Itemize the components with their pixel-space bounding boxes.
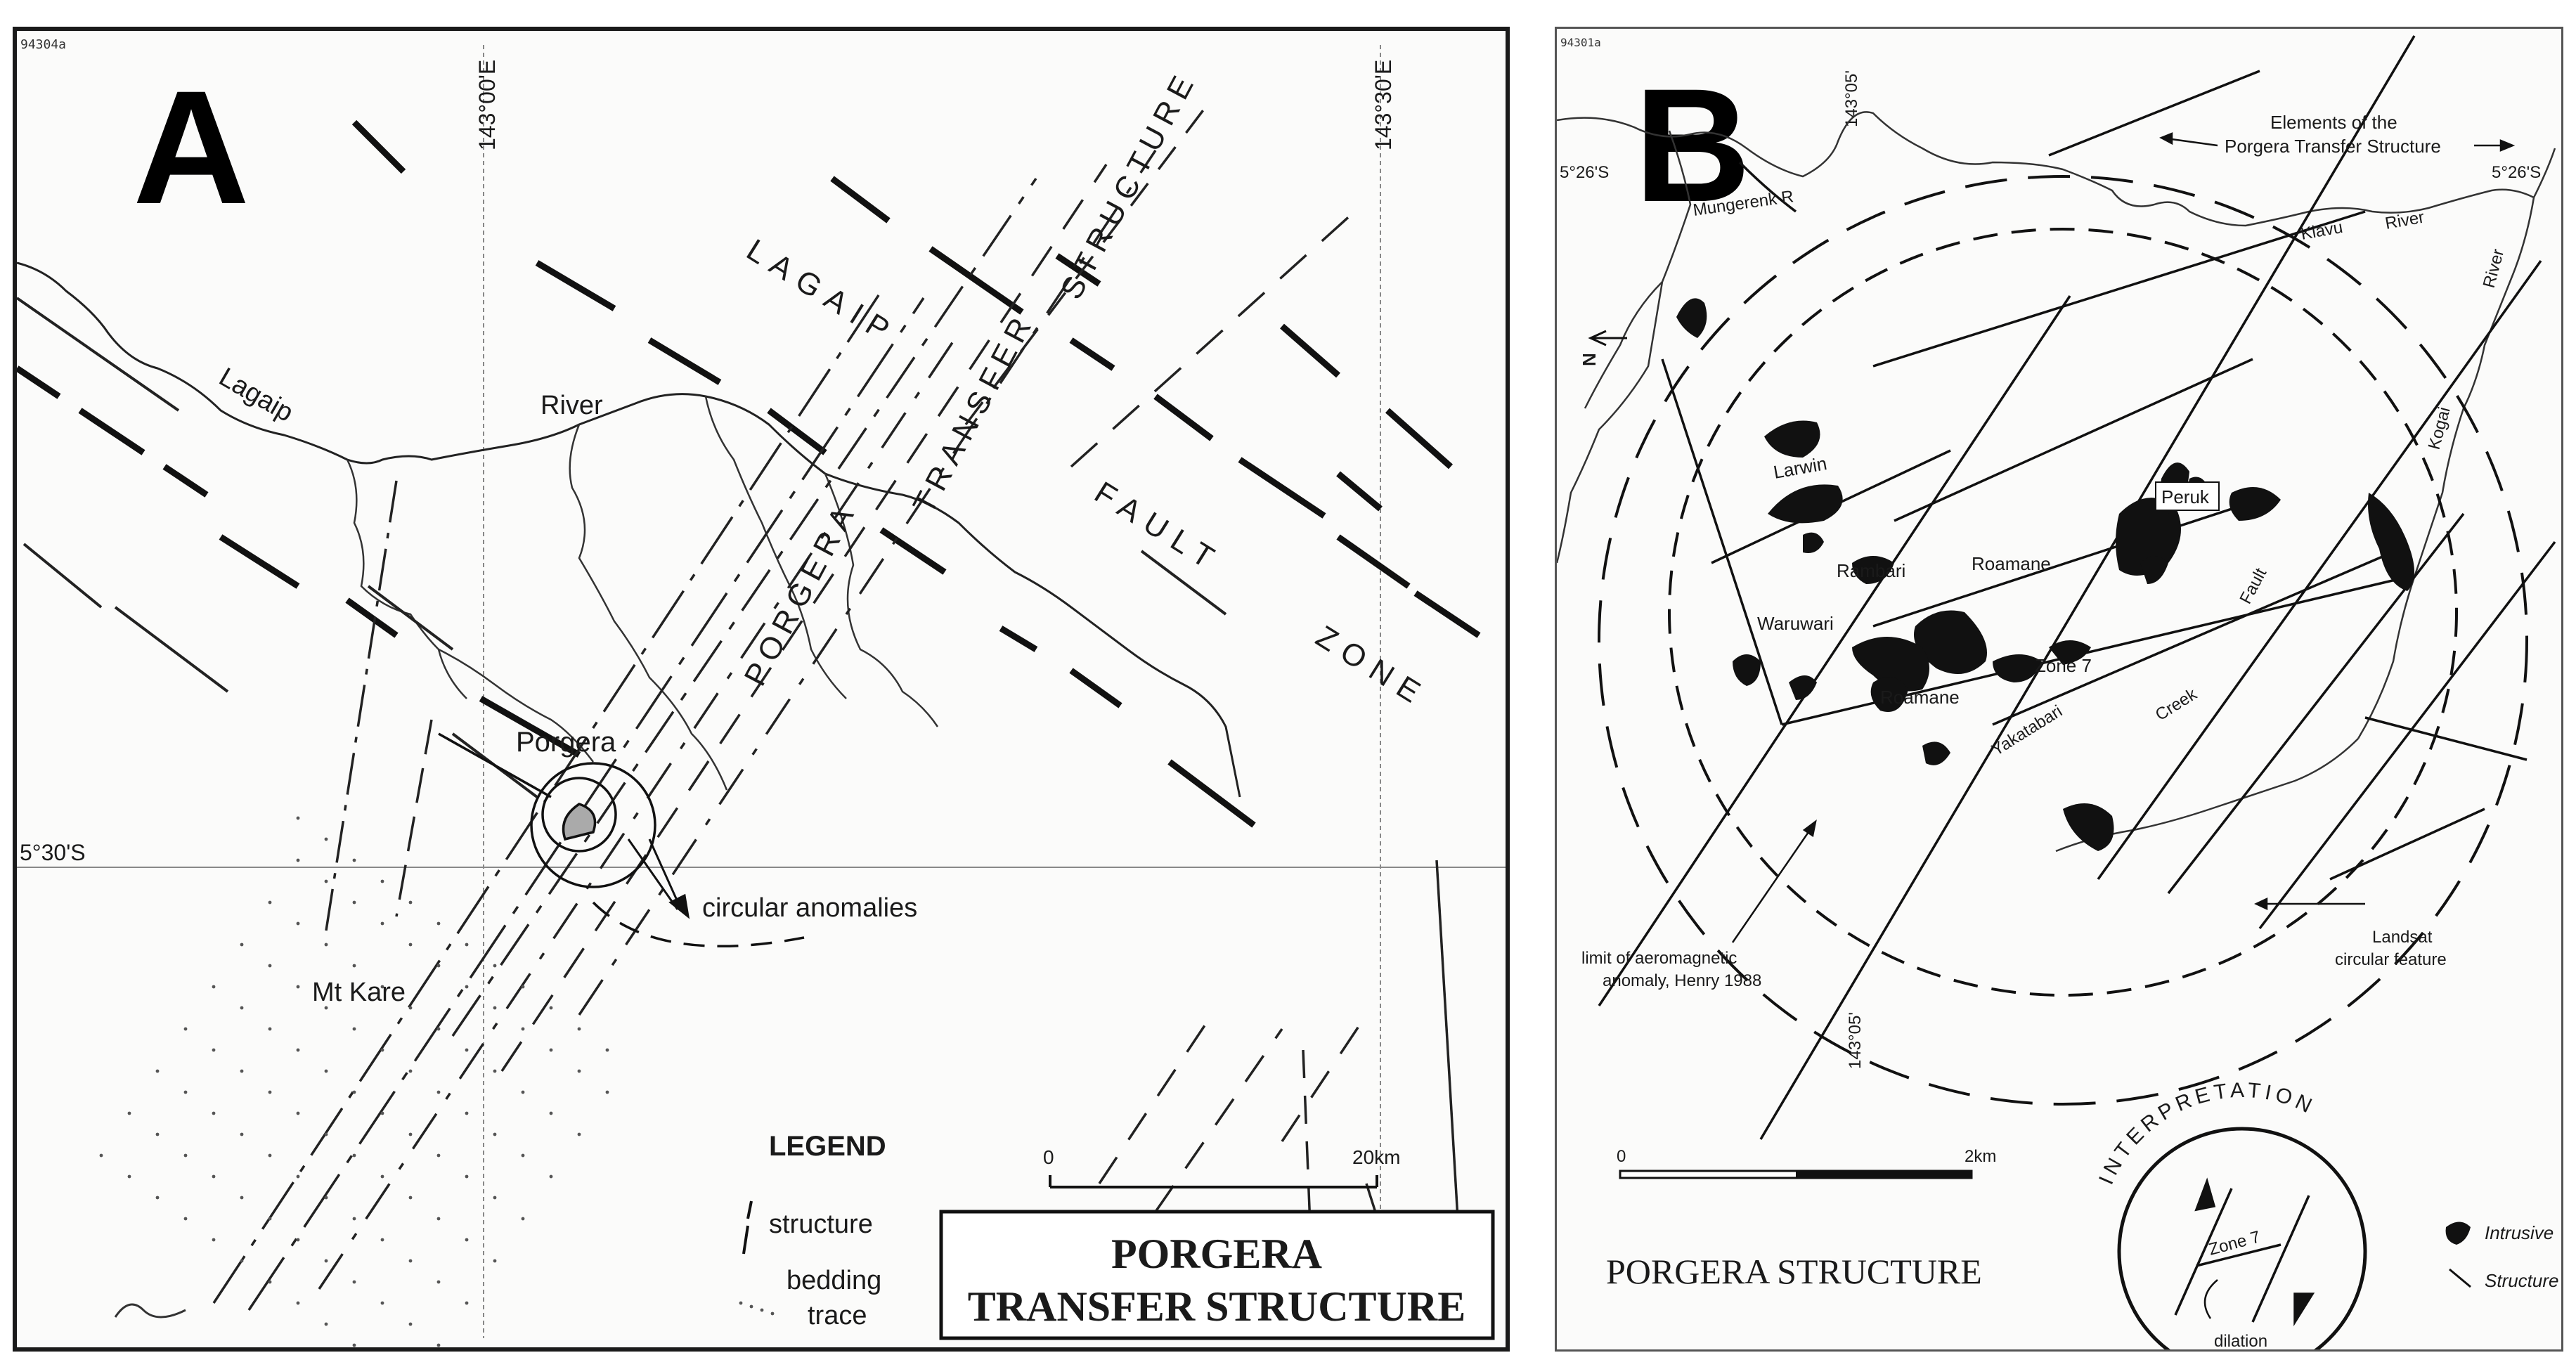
title-box-a — [939, 1210, 1495, 1340]
legend-intrusive-label: Intrusive — [2485, 1222, 2554, 1243]
legend-intrusive-symbol — [2445, 1222, 2471, 1245]
legend-structure-label: structure — [769, 1210, 873, 1239]
right-river-label: River — [2480, 247, 2509, 290]
scale-end-b: 2km — [1965, 1147, 1996, 1166]
larwin-label: Larwin — [1772, 453, 1829, 483]
scale-end-a: 20km — [1352, 1146, 1400, 1168]
lagaip-river — [17, 261, 1241, 798]
aeromagnetic-arrow — [1731, 819, 1817, 943]
legend-trace-label: trace — [808, 1301, 867, 1330]
legend-bedding-label: bedding — [787, 1266, 881, 1295]
title-b: PORGERA STRUCTURE — [1606, 1252, 1982, 1291]
mt-kare-label: Mt Kare — [312, 978, 406, 1007]
creek-label: Creek — [2152, 685, 2201, 725]
transfer-structure-lines — [212, 107, 1368, 1311]
map-panel-a: A 94304a 143°00'E 143°30'E 5°30'S Lagaip… — [13, 27, 1510, 1352]
aeromagnetic-limit-circle — [1598, 175, 2528, 1106]
circular-anomalies-label: circular anomalies — [702, 893, 917, 923]
legend-structure-label-b: Structure — [2485, 1270, 2559, 1291]
panel-letter-a: A — [133, 57, 250, 238]
peruk-box — [2155, 481, 2220, 511]
north-arrow — [1588, 330, 1627, 346]
lagaip-fault-dashes — [17, 119, 1481, 828]
waruwari-label: Waruwari — [1757, 613, 1834, 634]
map-a-canvas: A 94304a 143°00'E 143°30'E 5°30'S Lagaip… — [17, 37, 1506, 1347]
interp-dilation-label: dilation — [2214, 1332, 2267, 1349]
graticule-a — [17, 45, 1506, 1338]
lagaip-fault-word: LAGAIP — [741, 233, 904, 352]
interpretation-diagram: INTERPRETATION Zone 7 dilation — [2095, 1079, 2367, 1349]
scale-bar-a — [1049, 1175, 1378, 1188]
figure-code-a: 94304a — [20, 37, 66, 52]
landsat-label-1: Landsat — [2372, 928, 2433, 947]
legend-bedding-symbol — [739, 1301, 775, 1316]
panel-letter-b: B — [1634, 55, 1751, 235]
landsat-circle — [1668, 228, 2458, 997]
roamane-top-label: Roamane — [1972, 553, 2051, 574]
landsat-label-2: circular feature — [2335, 950, 2447, 969]
structure-word: STRUCTURE — [1054, 65, 1204, 305]
rambari-label: Rambari — [1837, 560, 1905, 581]
transfer-word: TRANSFER — [907, 306, 1042, 519]
signature-mark — [114, 1303, 186, 1319]
longitude-bottom-b: 143°05' — [1846, 1012, 1865, 1069]
latitude-right-b: 5°26'S — [2492, 163, 2541, 182]
nw-structures-a — [17, 297, 1227, 798]
aeromagnetic-label-2: anomaly, Henry 1988 — [1603, 971, 1761, 990]
map-panel-b: B 94301a 143°05' 143°05' 5°26'S 5°26'S — [1555, 27, 2563, 1352]
tributaries-a — [346, 396, 939, 791]
intrusives-b — [1676, 298, 2414, 851]
landsat-arrow — [2254, 898, 2365, 910]
elements-line1: Elements of the — [2270, 112, 2397, 133]
interp-zone7-label: Zone 7 — [2207, 1227, 2263, 1259]
anomaly-arrows — [627, 838, 690, 919]
elements-arrows — [2159, 132, 2516, 152]
porgera-label-a: Porgera — [516, 727, 616, 758]
zone7-label: Zone 7 — [2035, 655, 2092, 676]
roamane-bottom-label: Roamane — [1880, 687, 1960, 708]
kiavu-river-label: River — [2383, 208, 2426, 233]
legend-structure-symbol — [742, 1200, 753, 1255]
elements-line2: Porgera Transfer Structure — [2225, 136, 2441, 157]
longitude-143-00: 143°00'E — [474, 60, 500, 150]
fault-label-b: Fault — [2236, 565, 2270, 607]
map-b-canvas: B 94301a 143°05' 143°05' 5°26'S 5°26'S — [1557, 35, 2559, 1349]
north-label: N — [1579, 353, 1600, 366]
kogai-label: Kogai — [2425, 405, 2454, 451]
legend-structure-symbol-b — [2449, 1268, 2471, 1288]
figure-code-b: 94301a — [1560, 36, 1601, 49]
peruk-label: Peruk — [2161, 486, 2210, 507]
latitude-5-30: 5°30'S — [20, 840, 86, 865]
kiavu-label: Kiavu — [2299, 218, 2344, 244]
circular-anomalies — [438, 732, 805, 948]
longitude-143-30: 143°30'E — [1371, 60, 1396, 150]
legend-title-a: LEGEND — [769, 1131, 886, 1162]
latitude-left-b: 5°26'S — [1560, 163, 1609, 182]
river-label-a: River — [541, 391, 603, 420]
scale-start-a: 0 — [1043, 1146, 1054, 1168]
title-line2-a: TRANSFER STRUCTURE — [968, 1283, 1465, 1330]
zone-word: ZONE — [1310, 619, 1435, 715]
scale-bar-b-fill — [1796, 1171, 1972, 1178]
aeromagnetic-label-1: limit of aeromagnetic — [1581, 949, 1737, 968]
title-line1-a: PORGERA — [1111, 1231, 1322, 1277]
lagaip-label: Lagaip — [214, 362, 299, 427]
structures-b — [1598, 35, 2556, 1140]
bedding-trace-dots — [99, 816, 609, 1347]
scale-start-b: 0 — [1617, 1147, 1626, 1166]
